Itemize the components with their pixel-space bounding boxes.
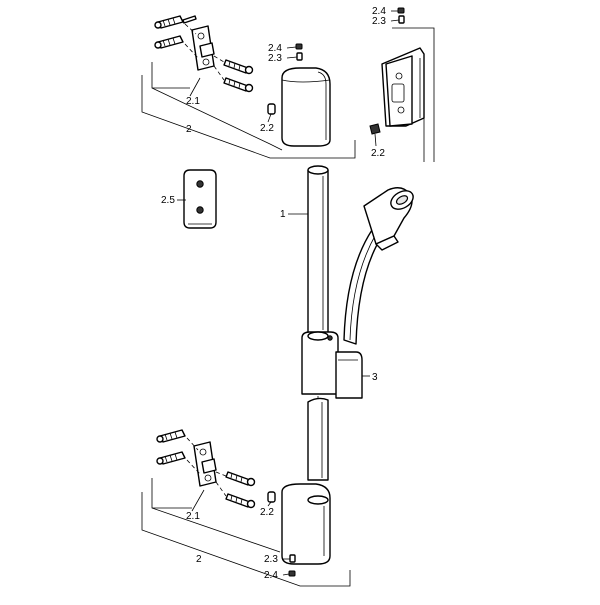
label-top-2-2: 2.2 [260, 123, 274, 134]
bottom-screw-2-4 [288, 570, 296, 577]
label-bottom-2-3: 2.3 [264, 554, 278, 565]
label-top-2-4: 2.4 [268, 43, 282, 54]
label-bottom-2-4: 2.4 [264, 570, 278, 581]
top-wall-plug-lower [154, 35, 184, 49]
bottom-screw-right-lower [225, 493, 256, 509]
inset-nut-2-3 [398, 15, 405, 24]
label-2-5: 2.5 [161, 195, 175, 206]
inset-grub-screw-2-2 [369, 123, 381, 135]
bottom-grub-screw-2-2 [267, 491, 276, 503]
label-top-2-3: 2.3 [268, 53, 282, 64]
top-wall-plug-upper [154, 15, 184, 29]
label-top-2: 2 [186, 124, 192, 135]
bottom-wall-bracket-assembly [141, 429, 351, 587]
top-screw-right-lower [223, 77, 254, 93]
spacer-plate-2-5 [183, 169, 217, 229]
top-cover-cap [281, 67, 331, 147]
top-wall-plate [184, 23, 215, 71]
top-nut-2-3 [296, 52, 303, 61]
main-slide-rail [307, 165, 329, 481]
bottom-cover-cap [281, 483, 331, 565]
label-3: 3 [372, 372, 378, 383]
inset-screw-2-4 [397, 7, 405, 14]
label-inset-2-4: 2.4 [372, 6, 386, 17]
inset-bracket-detail [369, 7, 435, 162]
label-inset-2-3: 2.3 [372, 16, 386, 27]
bottom-nut-2-3 [289, 554, 296, 563]
top-wall-bracket-assembly [141, 15, 356, 159]
top-grub-screw-2-2 [267, 103, 276, 115]
top-screw-upper-left [182, 15, 197, 24]
bottom-wall-plug-upper [156, 429, 186, 443]
label-top-2-1: 2.1 [186, 96, 200, 107]
label-bottom-2: 2 [196, 554, 202, 565]
label-bottom-2-1: 2.1 [186, 511, 200, 522]
top-screw-right-upper [223, 59, 254, 75]
bottom-wall-plate [186, 437, 217, 487]
label-bottom-2-2: 2.2 [260, 507, 274, 518]
label-1: 1 [280, 209, 286, 220]
bottom-wall-plug-lower [156, 451, 186, 465]
label-inset-2-2: 2.2 [371, 148, 385, 159]
bottom-screw-right-upper [225, 471, 256, 487]
top-screw-2-4 [295, 43, 303, 50]
hand-shower-holder [301, 187, 414, 399]
